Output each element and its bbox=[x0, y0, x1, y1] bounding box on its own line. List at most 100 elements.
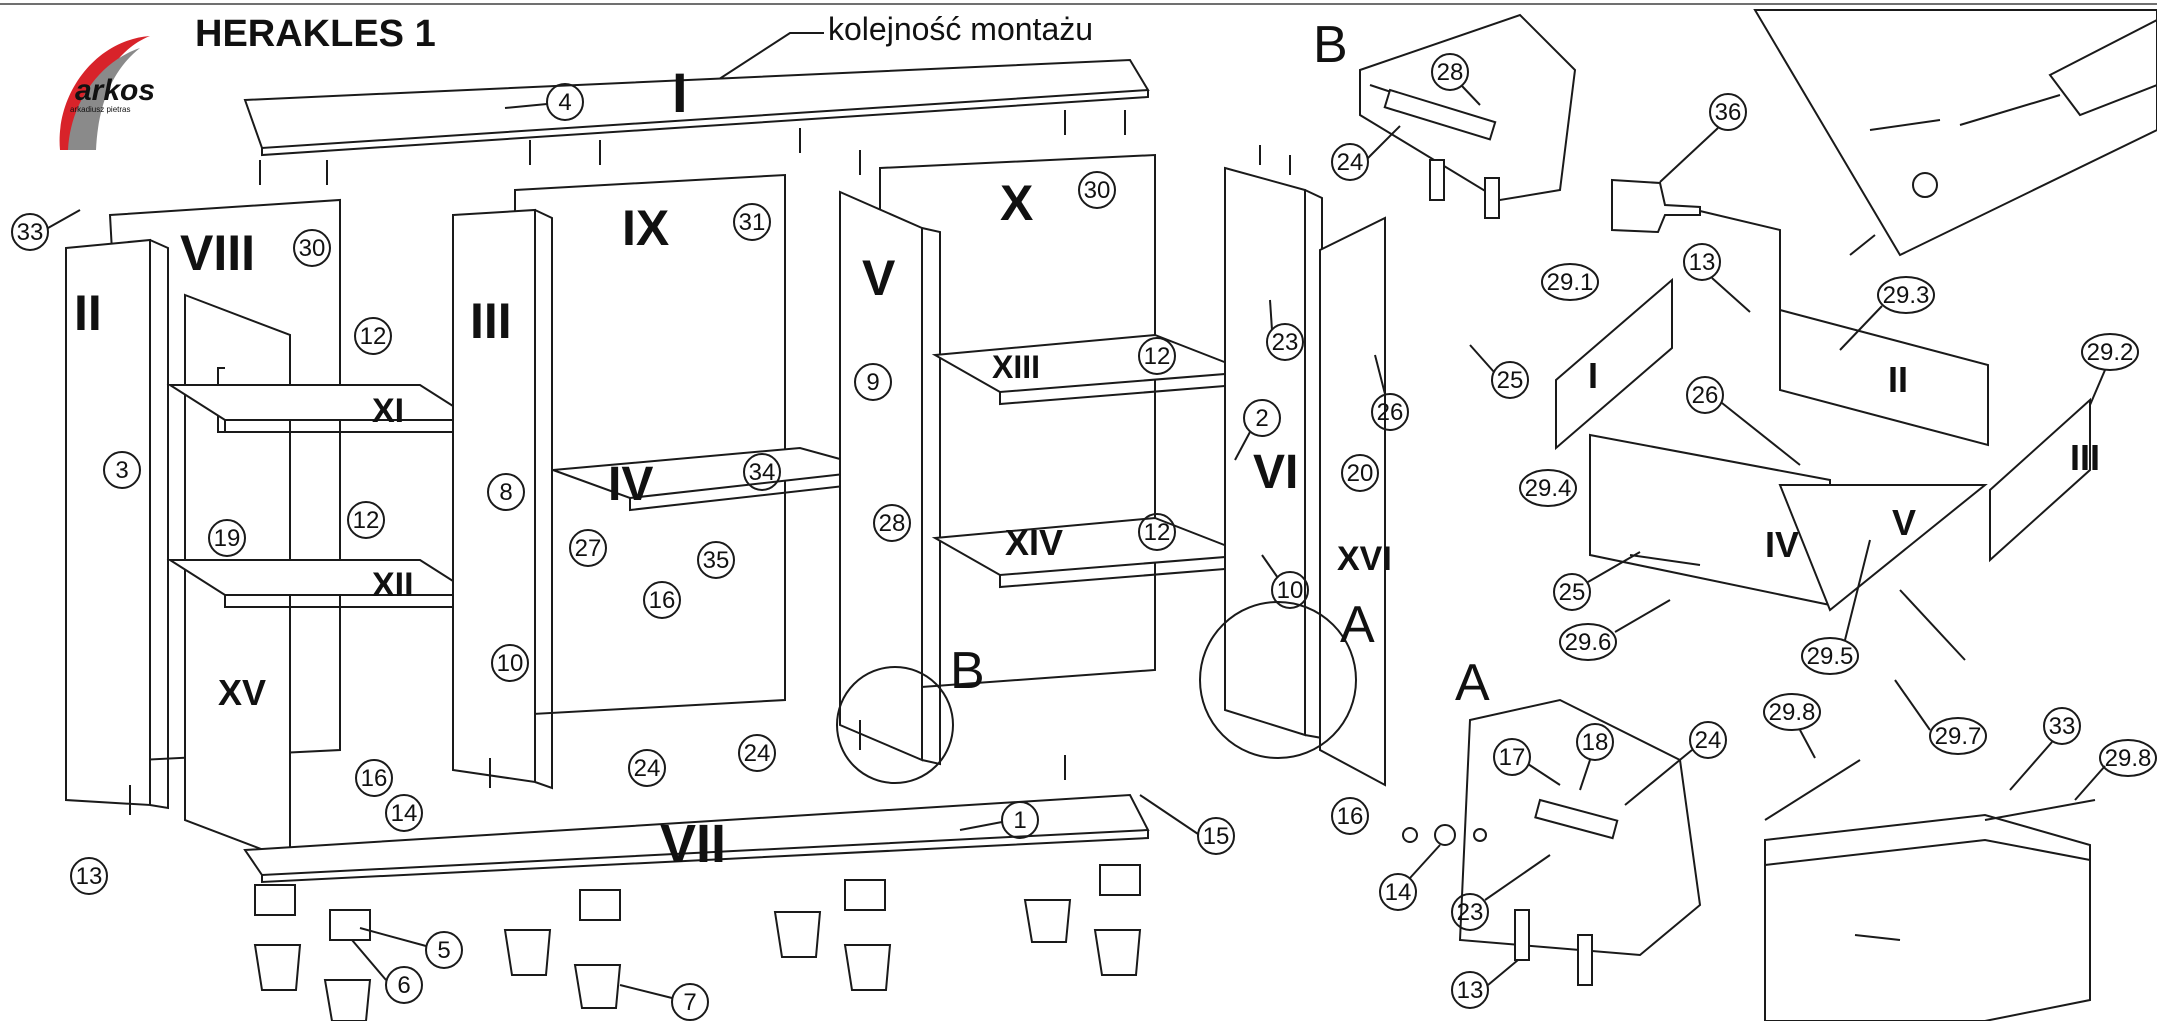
callout-29-3: 29.3 bbox=[1839, 276, 1935, 351]
callouts: 4 33 30 31 30 3 12 12 19 8 9 34 12 12 27… bbox=[11, 53, 2157, 1021]
callout-5: 5 bbox=[359, 927, 463, 969]
callout-25-a: 25 bbox=[1469, 344, 1529, 399]
callout-12-c: 12 bbox=[1138, 337, 1176, 375]
svg-text:23: 23 bbox=[1272, 329, 1299, 356]
callout-10-a: 10 bbox=[491, 644, 529, 682]
svg-text:30: 30 bbox=[1084, 177, 1111, 204]
callout-33: 33 bbox=[11, 209, 81, 251]
callout-12-b: 12 bbox=[347, 501, 385, 539]
svg-text:13: 13 bbox=[76, 863, 103, 890]
svg-text:26: 26 bbox=[1692, 382, 1719, 409]
svg-text:16: 16 bbox=[1337, 803, 1364, 830]
svg-text:2: 2 bbox=[1255, 405, 1268, 432]
glue-bottle bbox=[1611, 178, 1701, 234]
svg-text:33: 33 bbox=[17, 219, 44, 246]
glue-pointer bbox=[1699, 210, 1781, 318]
svg-text:12: 12 bbox=[353, 507, 380, 534]
panel-label-III: III bbox=[470, 293, 512, 349]
callout-29-2: 29.2 bbox=[2081, 333, 2139, 406]
panel-label-II: II bbox=[74, 285, 102, 341]
callout-3: 3 bbox=[103, 451, 141, 489]
svg-text:29.8: 29.8 bbox=[2105, 745, 2152, 772]
svg-text:5: 5 bbox=[437, 937, 450, 964]
panel-label-VII: VII bbox=[660, 814, 726, 874]
panel-label-XIII: XIII bbox=[992, 349, 1040, 385]
svg-text:29.4: 29.4 bbox=[1525, 475, 1572, 502]
drawer-back bbox=[1779, 308, 1989, 447]
panel-label-V: V bbox=[862, 250, 896, 306]
callout-26-b: 26 bbox=[1686, 376, 1801, 466]
callout-26-a: 26 bbox=[1371, 354, 1409, 431]
svg-text:29.6: 29.6 bbox=[1565, 629, 1612, 656]
callout-1: 1 bbox=[959, 801, 1039, 839]
svg-text:6: 6 bbox=[397, 972, 410, 999]
svg-text:25: 25 bbox=[1559, 579, 1586, 606]
svg-text:12: 12 bbox=[1144, 519, 1171, 546]
svg-text:13: 13 bbox=[1689, 249, 1716, 276]
logo-swoosh-grey bbox=[68, 48, 140, 150]
callout-29-4: 29.4 bbox=[1519, 469, 1577, 507]
callout-16-b: 16 bbox=[355, 759, 393, 797]
svg-text:19: 19 bbox=[214, 525, 241, 552]
svg-text:31: 31 bbox=[739, 209, 766, 236]
svg-text:8: 8 bbox=[499, 479, 512, 506]
right-door bbox=[1319, 216, 1386, 787]
drawer-side-right bbox=[1989, 397, 2091, 563]
callout-29-5: 29.5 bbox=[1801, 539, 1871, 675]
callout-33-b: 33 bbox=[2009, 707, 2081, 791]
callout-36: 36 bbox=[1659, 93, 1747, 183]
brand-name: arkos bbox=[75, 74, 155, 107]
svg-text:17: 17 bbox=[1499, 744, 1526, 771]
drawer-label-I: I bbox=[1588, 355, 1598, 396]
svg-text:10: 10 bbox=[497, 650, 524, 677]
detail-letter-b-small: B bbox=[950, 642, 985, 700]
svg-text:20: 20 bbox=[1347, 460, 1374, 487]
brand-tagline: arkadiusz pietras bbox=[70, 105, 130, 114]
detail-letter-a-large: A bbox=[1455, 654, 1490, 712]
callout-18: 18 bbox=[1576, 723, 1614, 791]
callout-23-a: 23 bbox=[1266, 299, 1304, 361]
shelf-lower-left bbox=[166, 559, 479, 596]
feet bbox=[253, 864, 1142, 1021]
assembled-drawer bbox=[1764, 813, 2091, 1021]
callout-9: 9 bbox=[854, 363, 892, 401]
callout-29-6: 29.6 bbox=[1559, 599, 1671, 661]
callout-29-8-left: 29.8 bbox=[1763, 693, 1821, 759]
panel-label-IV: IV bbox=[608, 458, 653, 511]
callout-12-a: 12 bbox=[354, 317, 392, 355]
callout-24-b: 24 bbox=[738, 734, 776, 772]
hardware-dowels bbox=[129, 110, 1291, 815]
callout-27: 27 bbox=[569, 529, 607, 567]
svg-text:9: 9 bbox=[866, 369, 879, 396]
svg-text:26: 26 bbox=[1377, 399, 1404, 426]
svg-text:12: 12 bbox=[1144, 343, 1171, 370]
drawer-side-left bbox=[1555, 277, 1673, 451]
top-panel bbox=[243, 58, 1150, 150]
callout-16-c: 16 bbox=[1331, 797, 1369, 835]
callout-29-7: 29.7 bbox=[1894, 679, 1987, 755]
diagram-title: HERAKLES 1 bbox=[195, 13, 436, 55]
panel-label-IX: IX bbox=[622, 200, 669, 256]
callout-14-a: 14 bbox=[385, 794, 423, 832]
back-panel-middle bbox=[514, 173, 786, 717]
screwdriver-detail bbox=[1753, 9, 2157, 257]
svg-text:29.7: 29.7 bbox=[1935, 723, 1982, 750]
detail-circle-a bbox=[1199, 601, 1357, 759]
callout-31: 31 bbox=[733, 203, 771, 241]
svg-text:34: 34 bbox=[749, 459, 776, 486]
callout-10-b: 10 bbox=[1261, 554, 1309, 609]
callout-8: 8 bbox=[487, 473, 525, 511]
svg-text:35: 35 bbox=[703, 547, 730, 574]
callout-13-c: 13 bbox=[1451, 959, 1519, 1009]
callout-24-d: 24 bbox=[1624, 721, 1727, 806]
svg-text:4: 4 bbox=[558, 89, 571, 116]
callout-6: 6 bbox=[351, 939, 423, 1004]
callout-23-b: 23 bbox=[1451, 854, 1551, 931]
svg-text:33: 33 bbox=[2049, 713, 2076, 740]
svg-text:23: 23 bbox=[1457, 899, 1484, 926]
callout-20: 20 bbox=[1341, 454, 1379, 492]
svg-text:24: 24 bbox=[1695, 727, 1722, 754]
svg-text:16: 16 bbox=[649, 587, 676, 614]
panel-label-VI: VI bbox=[1253, 446, 1298, 499]
svg-text:30: 30 bbox=[299, 235, 326, 262]
